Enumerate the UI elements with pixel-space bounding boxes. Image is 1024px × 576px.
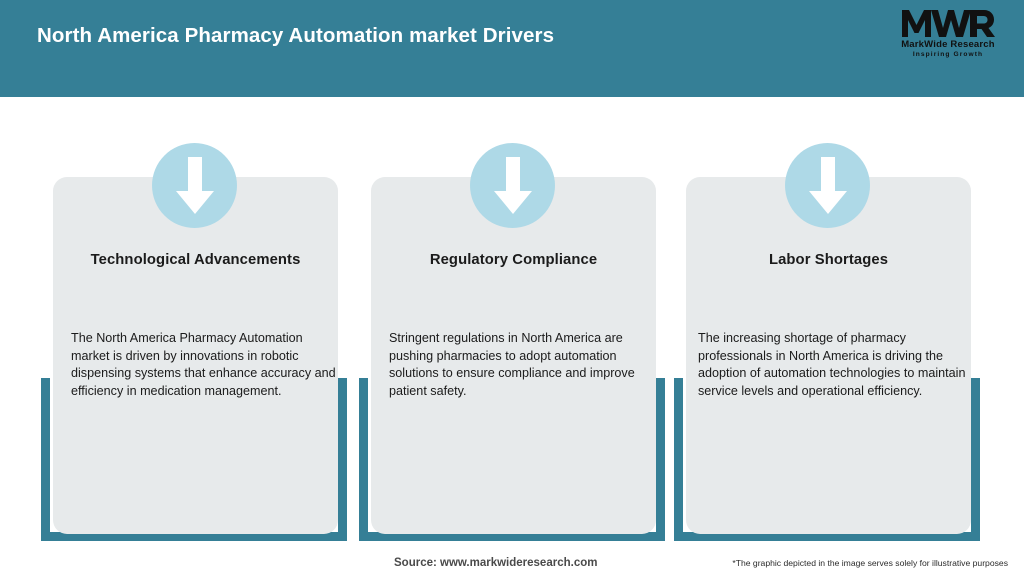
card-surface (686, 177, 971, 534)
driver-card-2: Regulatory Compliance Stringent regulati… (359, 0, 665, 576)
card-body: The North America Pharmacy Automation ma… (71, 331, 336, 398)
card-frame (674, 378, 980, 541)
card-title: Technological Advancements (90, 252, 301, 268)
card-title: Labor Shortages (768, 252, 889, 268)
header-bar (0, 0, 1024, 97)
card-frame (359, 378, 665, 541)
card-frame (41, 378, 347, 541)
down-arrow-icon (470, 143, 555, 228)
mwr-monogram-icon (892, 8, 1004, 38)
footer-source: Source: www.markwideresearch.com (394, 557, 598, 569)
brand-logo: MarkWide Research Inspiring Growth (892, 8, 1004, 66)
logo-tagline: Inspiring Growth (912, 51, 984, 58)
driver-card-1: Technological Advancements The North Ame… (41, 0, 347, 576)
down-arrow-icon (785, 143, 870, 228)
card-surface (371, 177, 656, 534)
card-body: The increasing shortage of pharmacy prof… (698, 331, 966, 398)
page-title: North America Pharmacy Automation market… (37, 24, 555, 47)
logo-company-name: MarkWide Research (901, 39, 995, 50)
driver-card-3: Labor Shortages The increasing shortage … (674, 0, 980, 576)
card-title: Regulatory Compliance (429, 252, 598, 268)
card-surface (53, 177, 338, 534)
footer-disclaimer: *The graphic depicted in the image serve… (732, 558, 1008, 568)
down-arrow-icon (152, 143, 237, 228)
card-body: Stringent regulations in North America a… (389, 331, 635, 398)
